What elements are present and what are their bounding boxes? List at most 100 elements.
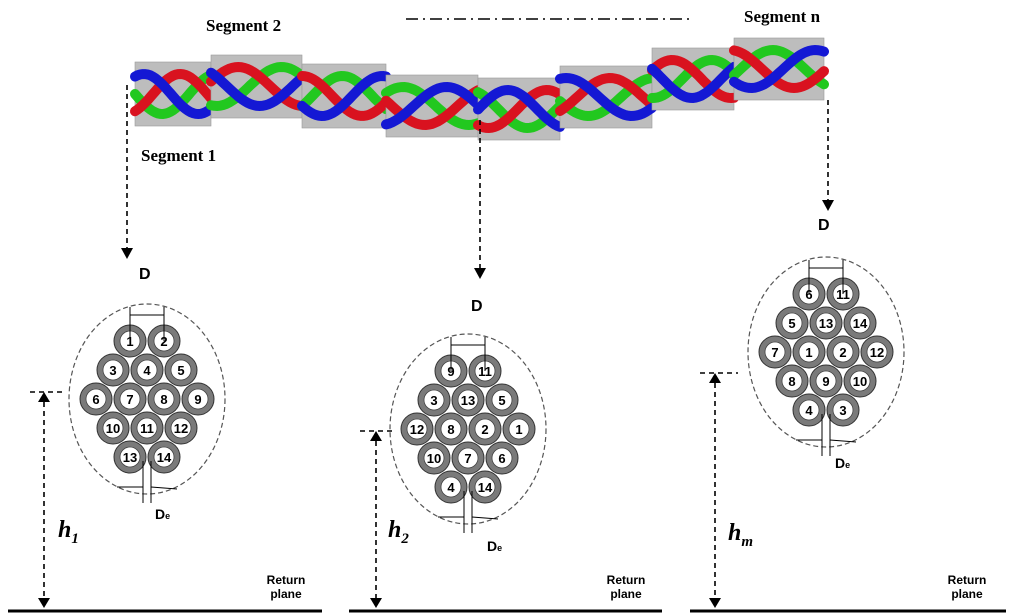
strand-8: 8 <box>775 364 809 398</box>
strand-9: 9 <box>809 364 843 398</box>
segment-1-label: Segment 1 <box>141 146 217 165</box>
strand-diameter-label-1: De <box>155 506 171 522</box>
strand-number: 5 <box>498 393 505 408</box>
segment-2-label: Segment 2 <box>206 16 282 35</box>
strand-number: 2 <box>839 345 846 360</box>
strand-number: 4 <box>447 480 455 495</box>
strand-12: 12 <box>860 335 894 369</box>
strand-9: 9 <box>181 382 215 416</box>
strand-3: 3 <box>826 393 860 427</box>
conductor-strand <box>381 81 483 131</box>
bundle-envelope <box>389 333 547 525</box>
height-arrowhead-bottom-3 <box>709 598 721 608</box>
strand-number: 9 <box>447 364 454 379</box>
strand-number: 14 <box>478 480 493 495</box>
strand-number: 2 <box>160 334 167 349</box>
strand-number: 7 <box>771 345 778 360</box>
strand-10: 10 <box>96 411 130 445</box>
conductor-strand <box>729 44 829 94</box>
gap-dimension-arrow <box>471 516 499 520</box>
strand-number: 13 <box>123 450 137 465</box>
strand-number: 8 <box>788 374 795 389</box>
strand-5: 5 <box>164 353 198 387</box>
gap-dimension-arrow <box>829 439 857 443</box>
strand-1: 1 <box>792 335 826 369</box>
strand-number: 14 <box>853 316 868 331</box>
diameter-label-3: D <box>818 217 830 234</box>
strand-number: 12 <box>410 422 424 437</box>
height-arrowhead-top-2 <box>370 431 382 441</box>
strand-diameter-subscript-3: e <box>845 460 851 470</box>
strand-7: 7 <box>758 335 792 369</box>
conductor-strand <box>130 69 216 120</box>
conductor-strand <box>473 84 565 132</box>
strand-number: 6 <box>498 451 505 466</box>
conductor-strand <box>647 61 739 104</box>
strand-number: 4 <box>143 363 151 378</box>
strand-7: 7 <box>113 382 147 416</box>
strand-6: 6 <box>485 441 519 475</box>
height-label-1: h1 <box>58 517 79 547</box>
conductor-strand <box>555 72 657 122</box>
drop-arrowhead-1 <box>121 248 133 259</box>
strand-number: 12 <box>870 345 884 360</box>
strand-13: 13 <box>451 383 485 417</box>
strand-2: 2 <box>468 412 502 446</box>
drop-arrowhead-2 <box>474 268 486 279</box>
strand-number: 14 <box>157 450 172 465</box>
strand-8: 8 <box>147 382 181 416</box>
height-arrowhead-top-1 <box>38 392 50 402</box>
conductor-strand <box>206 61 307 111</box>
strand-11: 11 <box>468 354 502 388</box>
strand-number: 9 <box>822 374 829 389</box>
strand-number: 7 <box>464 451 471 466</box>
strand-2: 2 <box>826 335 860 369</box>
conductor-strand <box>206 67 307 112</box>
conductor-strand <box>729 45 829 94</box>
conductor-strand <box>297 70 391 115</box>
strand-12: 12 <box>164 411 198 445</box>
conductor-strand <box>473 84 565 134</box>
strand-number: 1 <box>126 334 133 349</box>
strand-6: 6 <box>79 382 113 416</box>
strand-8: 8 <box>434 412 468 446</box>
conductor-strand <box>555 72 657 116</box>
strand-number: 11 <box>140 421 154 436</box>
strand-10: 10 <box>417 441 451 475</box>
strand-3: 3 <box>417 383 451 417</box>
strand-number: 8 <box>160 392 167 407</box>
strand-number: 10 <box>427 451 441 466</box>
diameter-label-2: D <box>471 298 483 315</box>
strand-number: 5 <box>788 316 795 331</box>
strand-number: 2 <box>481 422 488 437</box>
strand-12: 12 <box>400 412 434 446</box>
strand-number: 8 <box>447 422 454 437</box>
strand-number: 3 <box>430 393 437 408</box>
strand-3: 3 <box>96 353 130 387</box>
strand-number: 3 <box>109 363 116 378</box>
strand-4: 4 <box>792 393 826 427</box>
strand-4: 4 <box>434 470 468 504</box>
cable-segment-6 <box>555 65 657 129</box>
strand-diameter-subscript-1: e <box>165 511 171 521</box>
strand-number: 3 <box>839 403 846 418</box>
strand-number: 11 <box>836 287 850 302</box>
height-label-2: h2 <box>388 517 409 547</box>
strand-13: 13 <box>809 306 843 340</box>
strand-10: 10 <box>843 364 877 398</box>
drop-arrowhead-3 <box>822 200 834 211</box>
diameter-label-1: D <box>139 266 151 283</box>
height-arrowhead-bottom-1 <box>38 598 50 608</box>
strand-number: 13 <box>819 316 833 331</box>
strand-4: 4 <box>130 353 164 387</box>
segment-n-label: Segment n <box>744 7 821 26</box>
conductor-strand <box>381 81 483 130</box>
strand-11: 11 <box>130 411 164 445</box>
conductor-strand <box>130 68 216 117</box>
